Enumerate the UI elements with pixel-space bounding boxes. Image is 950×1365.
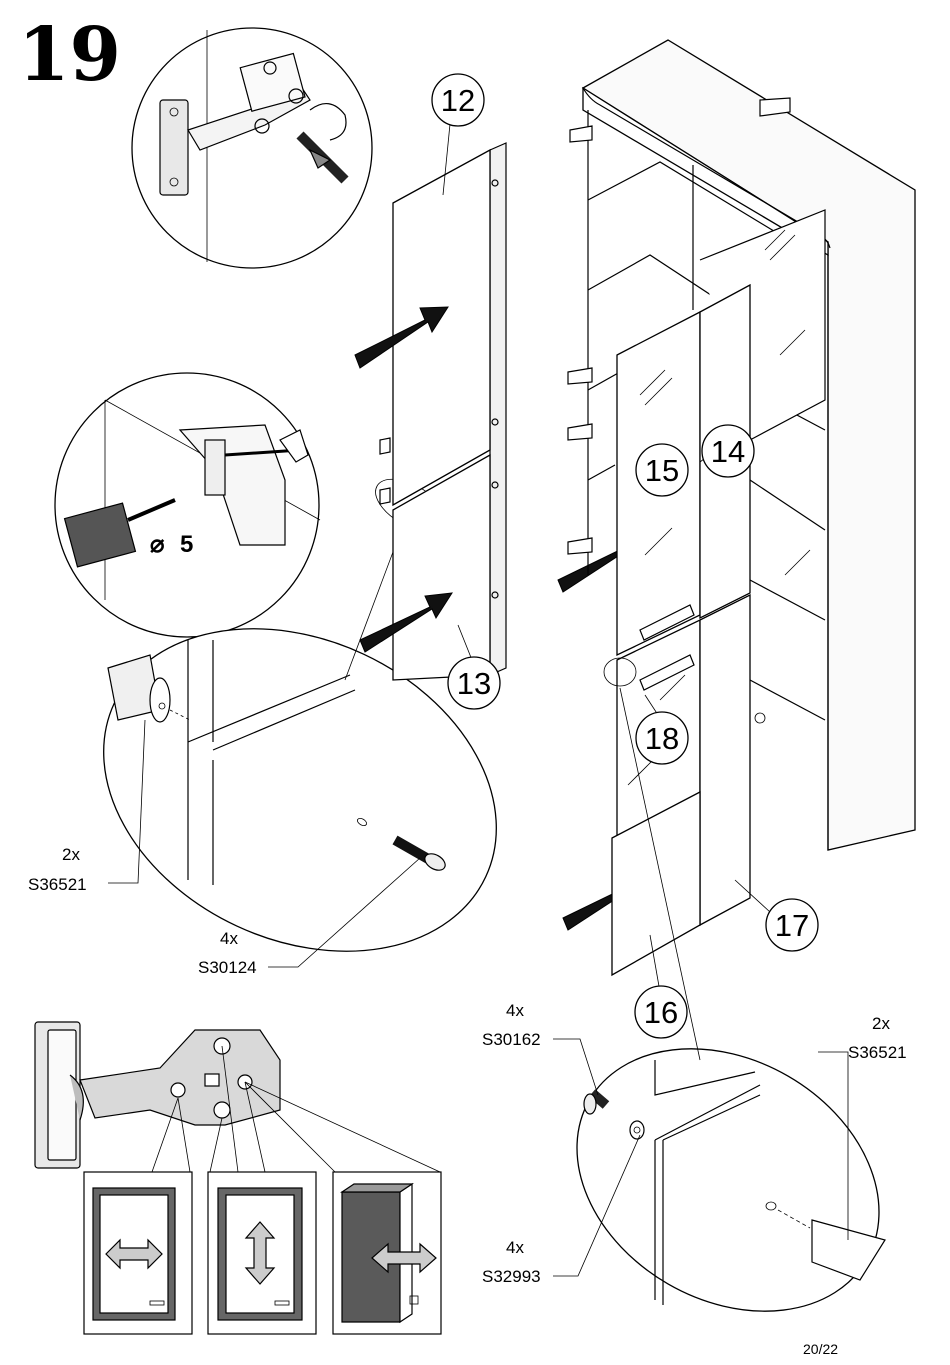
step-number: 19: [18, 12, 121, 98]
horizontal-arrow-icon: [105, 1238, 163, 1270]
hardware-qty: 2x: [62, 845, 80, 864]
glass-doors: [603, 283, 751, 977]
drill-diameter-value: 5: [180, 531, 193, 558]
drill-diameter-symbol: ⌀: [150, 531, 165, 558]
part-callout-18: 18: [645, 721, 679, 756]
part-callout-16: 16: [644, 995, 678, 1030]
hardware-leaders: [108, 719, 849, 1277]
hardware-qty: 4x: [506, 1001, 524, 1020]
hinge-adjustment-detail: [34, 1021, 281, 1169]
part-callout-13: 13: [457, 666, 491, 701]
hardware-qty: 4x: [220, 929, 238, 948]
door-gap-detail: [576, 687, 886, 1312]
vertical-arrow-icon: [244, 1221, 276, 1285]
hardware-code: S30162: [482, 1030, 541, 1049]
hardware-code: S36521: [28, 875, 87, 894]
drill-jig-detail: ⌀ 5: [54, 372, 321, 638]
hardware-code: S32993: [482, 1267, 541, 1286]
depth-adjustment-box: [332, 1171, 442, 1335]
part-callout-17: 17: [775, 908, 809, 943]
part-callout-14: 14: [711, 434, 745, 469]
hinge-screwdriver-detail: [131, 27, 373, 269]
part-callout-12: 12: [441, 83, 475, 118]
cabinet: [567, 39, 916, 851]
hardware-labels: 2x S36521 4x S30124 4x S30162 2x S36521 …: [28, 845, 907, 1286]
hardware-qty: 4x: [506, 1238, 524, 1257]
depth-arrow-icon: [371, 1242, 437, 1274]
height-adjustment-box: [207, 1171, 317, 1335]
part-callouts: 12 13 14 15 16 17 18: [431, 73, 819, 1039]
doors-12-13: [379, 142, 507, 681]
part-callout-15: 15: [645, 453, 679, 488]
door-edge-screw-detail: [103, 478, 497, 952]
page-number: 20/22: [803, 1341, 838, 1357]
hardware-qty: 2x: [872, 1014, 890, 1033]
hardware-code: S30124: [198, 958, 257, 977]
side-adjustment-box: [83, 1171, 193, 1335]
hardware-code: S36521: [848, 1043, 907, 1062]
